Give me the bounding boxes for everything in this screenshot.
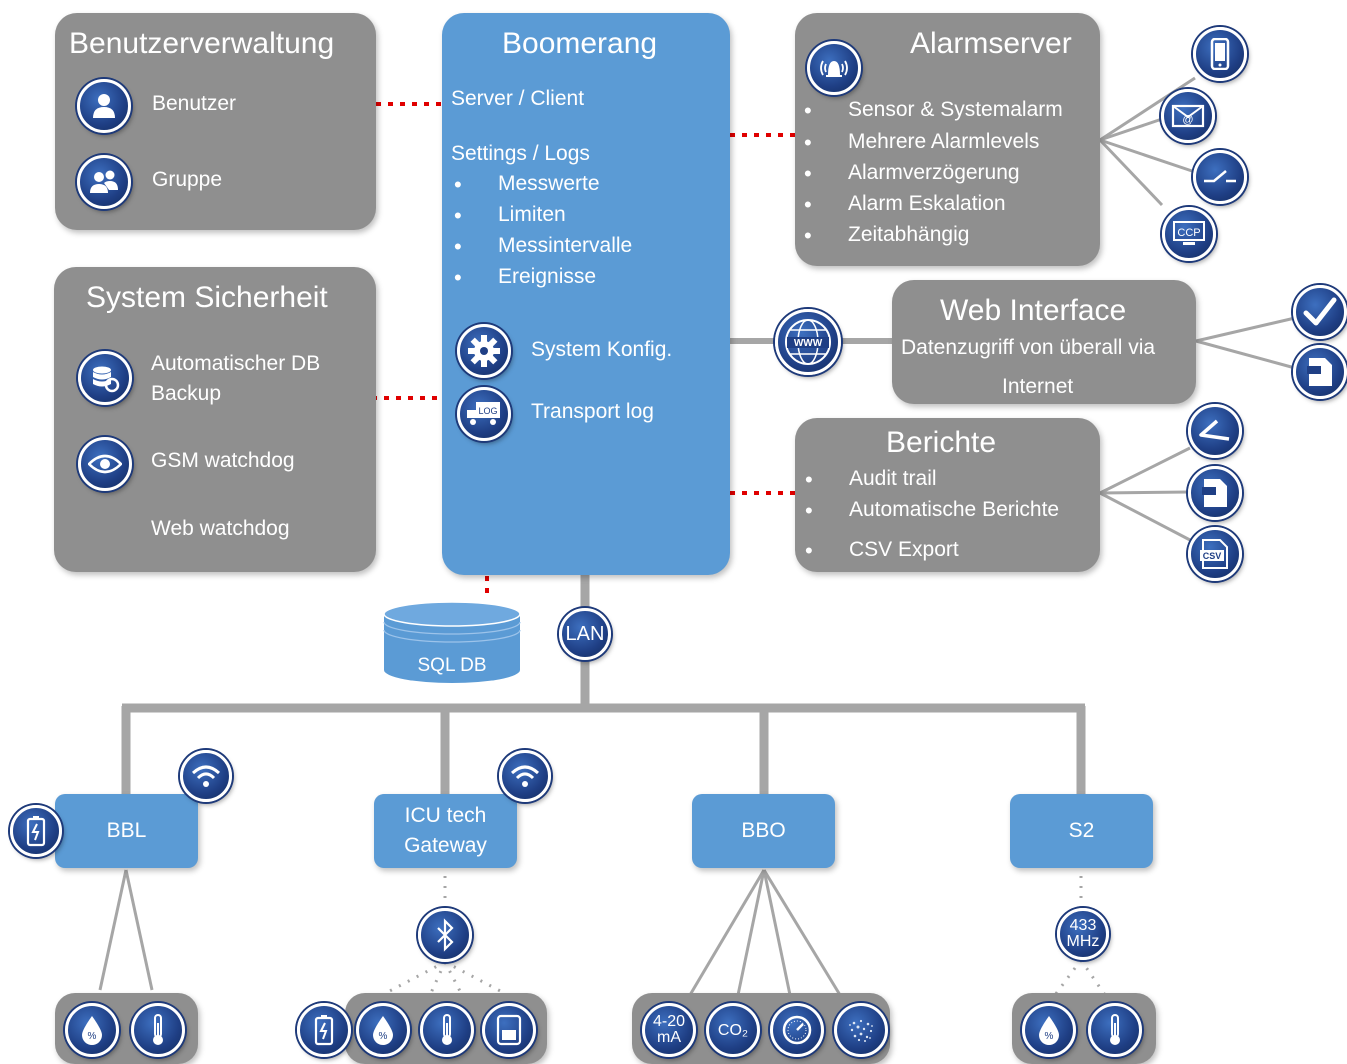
sicherheit-panel: System Sicherheit Automatischer DB Backu… [54, 267, 376, 572]
wifi-icon [180, 750, 232, 802]
berichte-title: Berichte [886, 426, 997, 459]
lan-label: LAN [565, 622, 605, 645]
sql-db-label: SQL DB [418, 655, 487, 676]
switch-contact-icon [1193, 150, 1247, 204]
humidity-icon: % [1022, 1003, 1076, 1057]
gsm-watchdog: GSM watchdog [151, 449, 295, 472]
server-client-label: Server / Client [451, 87, 585, 110]
ccp-icon: CCP [1162, 207, 1216, 261]
bullet-ereignisse: Ereignisse [454, 265, 596, 291]
alarm-bullet-3: Alarmverzögerung [804, 161, 1019, 187]
node-icu-label-1: ICU tech [404, 804, 487, 827]
svg-text:WWW: WWW [794, 338, 823, 349]
node-s2: S2 [1010, 794, 1153, 868]
radio-433mhz-icon: 433 MHz [1057, 908, 1109, 960]
system-konfig-label: System Konfig. [531, 338, 673, 361]
node-bbo: BBO [692, 794, 835, 868]
web-line2: Internet [1002, 375, 1074, 398]
checkmark-icon [1293, 285, 1347, 339]
alarm-title: Alarmserver [910, 27, 1072, 60]
web-watchdog: Web watchdog [151, 517, 290, 540]
benutzer-panel: Benutzerverwaltung Benutzer Gruppe [55, 13, 376, 230]
alarm-bullet-4: Alarm Eskalation [804, 192, 1005, 218]
svg-text:CSV: CSV [1203, 551, 1222, 561]
report-document-icon [1188, 466, 1242, 520]
bullet-messwerte: Messwerte [454, 172, 599, 198]
bluetooth-icon [418, 908, 472, 962]
node-bbo-label: BBO [741, 819, 786, 842]
berichte-panel: Berichte Audit trail Automatische Berich… [795, 418, 1100, 572]
globe-icon: WWW [775, 309, 841, 375]
gear-icon [457, 324, 511, 378]
thermometer-icon [131, 1003, 185, 1057]
benutzer-item: Benutzer [152, 92, 237, 115]
benutzer-title: Benutzerverwaltung [69, 27, 335, 60]
backup-line2: Backup [151, 382, 222, 405]
door-contact-icon [482, 1003, 536, 1057]
svg-text:%: % [379, 1031, 388, 1042]
web-panel: Web Interface Datenzugriff von überall v… [892, 280, 1196, 404]
node-bbl: BBL [55, 794, 198, 868]
svg-text:%: % [88, 1031, 97, 1042]
alarm-bell-icon [807, 41, 861, 95]
alarm-panel: Alarmserver Sensor & Systemalarm Mehrere… [795, 13, 1100, 266]
ma-unit: mA [657, 1029, 681, 1046]
bullet-limiten: Limiten [454, 203, 566, 229]
web-title: Web Interface [940, 294, 1127, 327]
sicherheit-title: System Sicherheit [86, 281, 328, 314]
pressure-gauge-icon [770, 1003, 824, 1057]
email-icon: @ [1161, 89, 1215, 143]
settings-logs-label: Settings / Logs [451, 142, 590, 165]
svg-text:%: % [1045, 1031, 1054, 1042]
truck-log-icon: LOG [457, 387, 511, 441]
analog-4-20ma-icon: 4-20 mA [642, 1003, 696, 1057]
battery-icon [297, 1003, 351, 1057]
pdf-document-icon [1293, 345, 1347, 399]
gruppe-item: Gruppe [152, 168, 223, 191]
csv-export-icon: CSV [1188, 527, 1242, 581]
audit-trail-icon [1188, 404, 1242, 458]
battery-icon [10, 805, 62, 857]
thermometer-icon [1088, 1003, 1142, 1057]
lan-badge: LAN [559, 608, 611, 660]
co2-icon: CO₂ [706, 1003, 760, 1057]
berichte-bullet-1: Audit trail [805, 467, 936, 493]
co2-label: CO₂ [717, 1021, 749, 1039]
alarm-bullet-1: Sensor & Systemalarm [804, 98, 1063, 124]
alarm-bullet-5: Zeitabhängig [804, 223, 970, 249]
svg-text:CCP: CCP [1177, 227, 1200, 239]
db-backup-icon [78, 351, 132, 405]
bullet-messintervalle: Messintervalle [454, 234, 632, 260]
backup-line1: Automatischer DB [151, 352, 321, 375]
svg-text:LOG: LOG [478, 406, 497, 416]
transport-log-label: Transport log [531, 400, 654, 423]
mhz-value: 433 [1069, 917, 1097, 934]
sql-db-cylinder: SQL DB [383, 601, 521, 683]
node-icu-gateway: ICU tech Gateway [374, 794, 517, 868]
phone-icon [1193, 27, 1247, 81]
thermometer-icon [420, 1003, 474, 1057]
wifi-icon [499, 750, 551, 802]
particle-icon [834, 1003, 888, 1057]
berichte-bullet-3: CSV Export [805, 538, 959, 564]
ma-range: 4-20 [652, 1013, 686, 1030]
boomerang-title: Boomerang [502, 27, 658, 60]
humidity-icon: % [65, 1003, 119, 1057]
boomerang-panel: Boomerang Server / Client Settings / Log… [442, 13, 730, 575]
eye-icon [78, 437, 132, 491]
alarm-bullet-2: Mehrere Alarmlevels [804, 130, 1039, 156]
svg-text:@: @ [1182, 114, 1193, 126]
node-s2-label: S2 [1068, 819, 1095, 842]
node-icu-label-2: Gateway [404, 834, 487, 857]
node-bbl-label: BBL [106, 819, 147, 842]
group-icon [77, 155, 131, 209]
mhz-unit: MHz [1066, 933, 1100, 950]
user-icon [77, 79, 131, 133]
berichte-bullet-2: Automatische Berichte [805, 498, 1059, 524]
web-line1: Datenzugriff von überall via [901, 336, 1156, 359]
humidity-icon: % [356, 1003, 410, 1057]
